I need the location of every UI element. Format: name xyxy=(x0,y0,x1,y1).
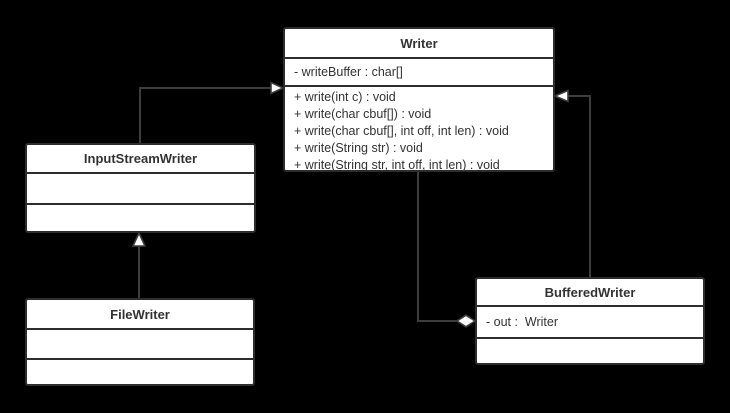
attributes-compartment: - writeBuffer : char[] xyxy=(285,57,553,85)
attributes-compartment xyxy=(27,172,254,203)
uml-method: + write(String str) : void xyxy=(294,141,423,155)
uml-method: + write(char cbuf[], int off, int len) :… xyxy=(294,124,509,138)
class-name: FileWriter xyxy=(110,306,170,322)
methods-compartment xyxy=(27,358,253,384)
class-box-bufferedwriter[interactable]: BufferedWriter - out : Writer xyxy=(475,277,705,365)
methods-compartment xyxy=(27,203,254,231)
class-name: Writer xyxy=(400,35,438,51)
aggregation-diamond-icon xyxy=(455,314,477,328)
class-name: InputStreamWriter xyxy=(83,151,198,166)
edge-bufferedwriter-to-writer[interactable] xyxy=(568,95,591,277)
uml-method: + write(String str, int off, int len) : … xyxy=(294,158,500,170)
methods-compartment xyxy=(477,337,703,363)
attributes-compartment: - out : Writer xyxy=(477,305,703,337)
inheritance-arrowhead-icon xyxy=(270,81,285,95)
class-name: BufferedWriter xyxy=(544,284,636,300)
inheritance-arrowhead-icon xyxy=(131,231,147,247)
methods-compartment: + write(int c) : void + write(char cbuf[… xyxy=(285,85,553,170)
class-box-writer[interactable]: Writer - writeBuffer : char[] + write(in… xyxy=(283,27,555,172)
uml-method: + write(char cbuf[]) : void xyxy=(294,107,432,121)
uml-attribute: - writeBuffer : char[] xyxy=(294,64,403,79)
uml-attribute: - out : Writer xyxy=(486,314,559,329)
inheritance-arrowhead-icon xyxy=(552,89,569,103)
class-box-inputstreamwriter[interactable]: InputStreamWriter xyxy=(25,143,256,233)
class-box-filewriter[interactable]: FileWriter xyxy=(25,298,255,386)
edge-writer-aggregated-by-bufferedwriter[interactable] xyxy=(417,172,457,322)
uml-method: + write(int c) : void xyxy=(294,90,396,104)
attributes-compartment xyxy=(27,328,253,358)
edge-inputstreamwriter-to-writer[interactable] xyxy=(139,87,271,143)
